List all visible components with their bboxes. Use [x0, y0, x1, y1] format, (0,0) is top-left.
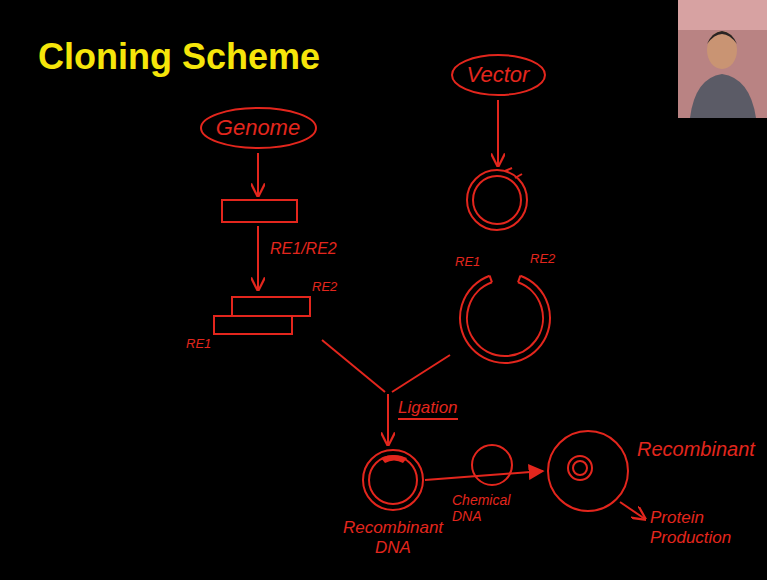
webcam-frame	[678, 0, 767, 118]
label-ellipse: Vector	[450, 53, 547, 97]
plasmid-outer	[568, 456, 592, 480]
slide-title: Cloning Scheme	[38, 36, 320, 78]
plasmid-outer	[467, 170, 527, 230]
plasmid-end	[490, 276, 492, 283]
flow-arrow	[497, 100, 499, 166]
merge-line	[392, 355, 450, 392]
presenter-head	[707, 31, 737, 69]
note-label: Chemical DNA	[452, 492, 514, 524]
merge-line	[322, 340, 385, 392]
enzyme-label: RE2	[312, 280, 337, 295]
enzyme-label: RE1	[455, 255, 480, 270]
label-ellipse: Genome	[199, 106, 318, 150]
opened-plasmid-inner	[467, 282, 543, 356]
presenter-body	[690, 74, 756, 118]
fragment-strand	[232, 315, 292, 317]
opened-plasmid-outer	[460, 276, 550, 363]
plasmid-inner	[573, 461, 587, 475]
cell-drawing	[545, 428, 631, 514]
recombinant-plasmid: Recombinant DNA	[338, 448, 448, 557]
enzyme-label: RE2	[530, 252, 555, 267]
enzyme-label: RE1/RE2	[270, 240, 337, 258]
plasmid-outer	[363, 450, 423, 510]
flow-arrow	[387, 394, 389, 445]
plasmid-inner	[369, 456, 417, 504]
node-text: Vector	[467, 62, 530, 88]
node-text: Genome	[216, 115, 300, 141]
plasmid-end	[518, 276, 520, 283]
node-caption: Recombinant DNA	[338, 518, 448, 557]
note-label: Protein Production	[650, 508, 758, 547]
transfer-arrow	[425, 471, 543, 480]
webcam-backdrop	[678, 0, 767, 30]
competent-cell	[472, 445, 512, 485]
host-cell: Recombinant	[545, 428, 755, 514]
cell-membrane	[548, 431, 628, 511]
insert-segment	[381, 455, 407, 463]
step-label: Ligation	[398, 398, 458, 420]
plasmid-drawing	[361, 448, 425, 512]
enzyme-label: RE1	[186, 337, 211, 352]
presenter-hair	[707, 31, 737, 44]
node-heading: Recombinant	[637, 438, 755, 461]
ellipse-outline	[452, 55, 545, 95]
flow-arrow	[257, 226, 259, 290]
digested-fragment	[214, 297, 310, 334]
flow-arrow	[257, 153, 259, 196]
flow-arrow	[620, 502, 645, 519]
restriction-site-mark	[505, 168, 522, 178]
gene-fragment	[222, 200, 297, 222]
ellipse-outline	[201, 108, 316, 148]
plasmid-inner	[473, 176, 521, 224]
